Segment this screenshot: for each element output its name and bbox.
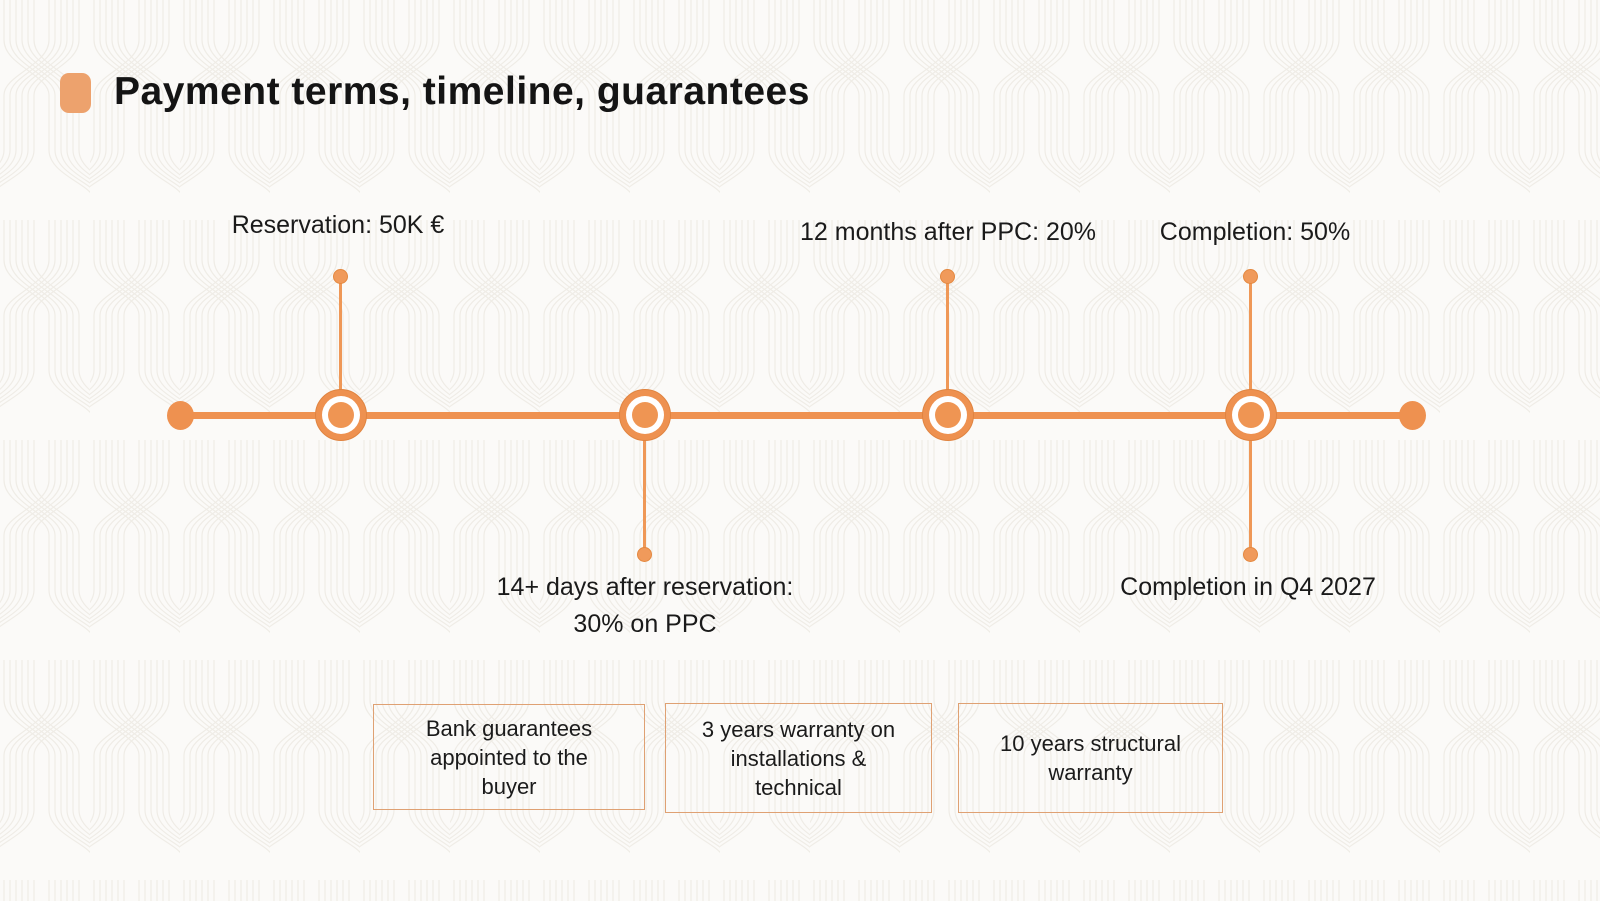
guarantee-box-bank: Bank guarantees appointed to the buyer <box>373 704 645 810</box>
milestone-4-label: Completion: 50% <box>1159 218 1351 246</box>
guarantee-box-installations: 3 years warranty on installations & tech… <box>665 703 932 813</box>
milestone-node-core <box>328 402 354 428</box>
milestone-4-sub-label: Completion in Q4 2027 <box>1120 573 1376 601</box>
milestone-1-label: Reservation: 50K € <box>231 211 445 239</box>
milestone-1-top-dot <box>333 269 348 284</box>
milestone-3-label: 12 months after PPC: 20% <box>800 218 1096 246</box>
milestone-node-ring <box>929 396 967 434</box>
milestone-2-label: 14+ days after reservation: 30% on PPC <box>496 573 794 638</box>
guarantee-box-structural: 10 years structural warranty <box>958 703 1223 813</box>
guarantee-box-text: Bank guarantees appointed to the buyer <box>425 715 593 799</box>
guarantee-box-text: 10 years structural warranty <box>1000 731 1181 785</box>
milestone-2-node <box>619 389 671 441</box>
guarantee-box-text: 3 years warranty on installations & tech… <box>701 716 896 800</box>
milestone-4-top-dot <box>1243 269 1258 284</box>
milestone-3-node <box>922 389 974 441</box>
timeline-start-dot <box>167 401 194 430</box>
milestone-node-core <box>632 402 658 428</box>
timeline-end-dot <box>1399 401 1426 430</box>
milestone-1-node <box>315 389 367 441</box>
milestone-4-node <box>1225 389 1277 441</box>
milestone-node-ring <box>1232 396 1270 434</box>
milestone-4-bottom-dot <box>1243 547 1258 562</box>
slide-title: Payment terms, timeline, guarantees <box>114 70 810 113</box>
milestone-node-core <box>1238 402 1264 428</box>
milestone-2-bottom-dot <box>637 547 652 562</box>
milestone-node-ring <box>322 396 360 434</box>
milestone-node-core <box>935 402 961 428</box>
title-bullet-icon <box>60 73 91 113</box>
milestone-3-top-dot <box>940 269 955 284</box>
milestone-node-ring <box>626 396 664 434</box>
